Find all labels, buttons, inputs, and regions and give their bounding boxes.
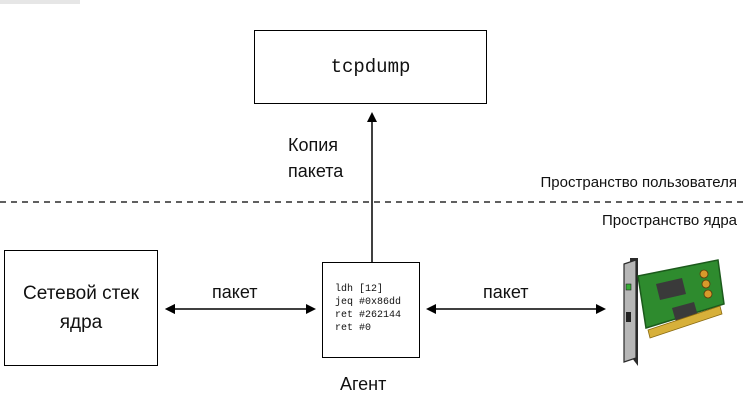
bpf-code-line: ret #262144 bbox=[335, 310, 402, 321]
agent-label: Агент bbox=[340, 374, 387, 394]
tcpdump-label: tcpdump bbox=[330, 56, 411, 78]
kernel-space-label: Пространство ядра bbox=[601, 212, 737, 229]
tcpdump-box: tcpdump bbox=[254, 30, 487, 104]
copy-label: Копия пакета bbox=[288, 135, 344, 181]
network-card-icon bbox=[623, 258, 725, 366]
user-space-label: Пространство пользователя bbox=[540, 174, 737, 191]
packet-left-label: пакет bbox=[212, 282, 258, 302]
network-stack-label: Сетевой стек ядра bbox=[23, 283, 139, 333]
top-strip-artifact bbox=[0, 0, 80, 4]
agent-box: ldh [12] jeq #0x86dd ret #262144 ret #0 bbox=[322, 262, 420, 358]
bpf-code-line: ret #0 bbox=[335, 323, 372, 334]
bpf-code-line: jeq #0x86dd bbox=[335, 297, 402, 308]
network-stack-box: Сетевой стек ядра bbox=[4, 250, 158, 366]
bpf-code-line: ldh [12] bbox=[335, 284, 384, 295]
packet-right-label: пакет bbox=[483, 282, 529, 302]
